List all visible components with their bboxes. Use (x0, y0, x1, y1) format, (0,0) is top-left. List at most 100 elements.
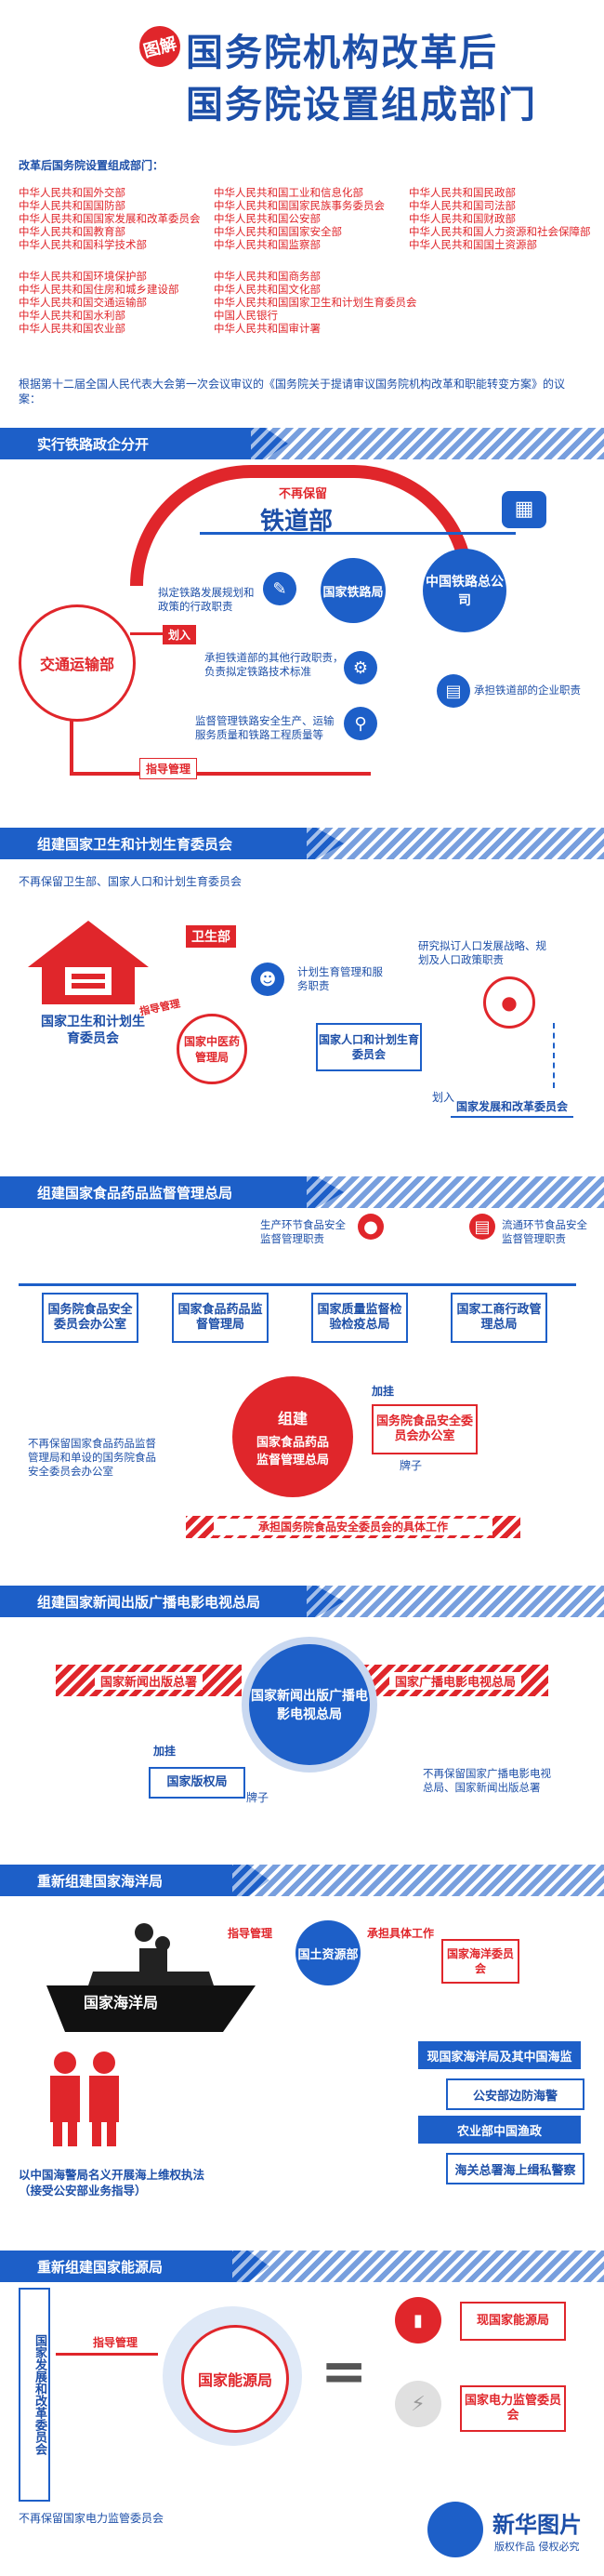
ndrc-label: 国家发展和改革委员会 (451, 1097, 574, 1118)
footer-brand: 新华图片 (492, 2512, 582, 2538)
title-line1: 国务院机构改革后 (186, 32, 498, 74)
dept-item: 中华人民共和国司法部 (409, 199, 516, 212)
dept-item: 中华人民共和国交通运输部 (19, 296, 147, 309)
ocean-item-1: 现国家海洋局及其中国海监 (418, 2041, 581, 2069)
dept-item: 中华人民共和国农业部 (19, 322, 125, 335)
dept-item: 中华人民共和国民政部 (409, 186, 516, 199)
transfer-arrow (130, 632, 163, 635)
graphic-badge: 图解 (135, 21, 185, 72)
press-ribbon: 国家新闻出版总署 (56, 1665, 242, 1696)
magnifier-icon: ⚲ (344, 707, 377, 740)
land-ministry: 国土资源部 (295, 1920, 361, 1985)
dept-item: 中华人民共和国环境保护部 (19, 270, 147, 283)
population-dashed-line (553, 1023, 557, 1088)
dept-item: 中华人民共和国财政部 (409, 212, 516, 225)
food-box-1: 国务院食品安全委员会办公室 (42, 1293, 138, 1343)
media-plaque: 牌子 (246, 1791, 269, 1804)
gear-icon: ⚙ (344, 651, 377, 684)
dept-col-3: 中华人民共和国民政部中华人民共和国司法部中华人民共和国财政部中华人民共和国人力资… (409, 186, 595, 251)
dept-item: 中华人民共和国外交部 (19, 186, 125, 199)
circulation-note: 流通环节食品安全监督管理职责 (502, 1218, 587, 1245)
food-drug-admin: 组建国家食品药品监督管理总局 (232, 1376, 353, 1497)
dept-item: 中华人民共和国国家卫生和计划生育委员会 (214, 296, 417, 309)
railway-baseline (200, 532, 516, 535)
food-ribbon: 承担国务院食品安全委员会的具体工作 (186, 1516, 520, 1538)
cart-icon: ▤ (469, 1214, 495, 1240)
energy-removed: 不再保留国家电力监管委员会 (19, 2512, 164, 2525)
energy-bureau: 国家能源局 (181, 2325, 289, 2433)
ndrc-vertical: 国家发展和改革委员会 (19, 2288, 50, 2502)
family-duty: 计划生育管理和服务职责 (297, 965, 383, 992)
document-icon: ▤ (437, 674, 470, 708)
dept-item: 中华人民共和国水利部 (19, 309, 125, 322)
guidance-line (70, 721, 371, 776)
railway-removed-label: 不再保留 (279, 487, 328, 501)
ocean-guidance: 指导管理 (228, 1927, 273, 1940)
basis-text: 根据第十二届全国人民代表大会第一次会议审议的《国务院关于提请审议国务院机构改革和… (19, 378, 566, 405)
electricity-commission: 国家电力监管委员会 (460, 2385, 566, 2432)
ship-icon (37, 1916, 260, 2037)
battery-icon: ▮ (395, 2297, 441, 2344)
section5-banner: 重新组建国家海洋局 (0, 1865, 269, 1896)
dept-item: 中华人民共和国人力资源和社会保障部 (409, 225, 591, 238)
ocean-item-3: 农业部中国渔政 (418, 2116, 581, 2144)
railway-note4: 承担铁道部的企业职责 (474, 684, 581, 697)
railway-note2: 承担铁道部的其他行政职责，负责拟定铁路技术标准 (204, 651, 344, 678)
radio-ribbon: 国家广播电影电视总局 (362, 1665, 548, 1696)
section1-banner: 实行铁路政企分开 (0, 428, 288, 459)
dept-item: 中华人民共和国科学技术部 (19, 238, 147, 251)
dept-item: 中华人民共和国审计署 (214, 322, 321, 335)
section6-banner-stripe (232, 2251, 604, 2282)
guidance-tag: 指导管理 (139, 758, 198, 779)
intro-heading: 改革后国务院设置组成部门： (19, 159, 164, 172)
train-icon: ▦ (502, 491, 546, 528)
dept-item: 中华人民共和国工业和信息化部 (214, 186, 363, 199)
dept-item: 中华人民共和国国家安全部 (214, 225, 342, 238)
dept-item: 中华人民共和国国家发展和改革委员会 (19, 212, 201, 225)
dept-item: 中华人民共和国国防部 (19, 199, 125, 212)
apple-icon: ● (358, 1214, 384, 1240)
dept-col-5: 中华人民共和国商务部中华人民共和国文化部中华人民共和国国家卫生和计划生育委员会中… (214, 270, 418, 335)
production-note: 生产环节食品安全监督管理职责 (260, 1218, 346, 1245)
coast-guard-icon (37, 2046, 130, 2148)
house-icon (23, 916, 153, 1009)
food-add-label: 加挂 (372, 1385, 395, 1398)
dept-col-2: 中华人民共和国工业和信息化部中华人民共和国国家民族事务委员会中华人民共和国公安部… (214, 186, 409, 251)
section4-banner-stripe (307, 1586, 604, 1617)
lightning-icon: ⚡ (395, 2381, 441, 2427)
tcm-bureau: 国家中医药管理局 (177, 1014, 247, 1084)
header: 图解 国务院机构改革后 国务院设置组成部门 (0, 0, 604, 149)
dept-item: 中华人民共和国国土资源部 (409, 238, 537, 251)
health-ministry-tag: 卫生部 (186, 925, 236, 948)
section1-banner-stripe (251, 428, 604, 459)
equals-sign: = (321, 2339, 368, 2404)
footer-sub: 版权作品 侵权必究 (494, 2541, 580, 2553)
pencil-icon: ✎ (263, 572, 296, 605)
population-note: 研究拟订人口发展战略、规划及人口政策职责 (418, 939, 546, 966)
media-add-label: 加挂 (153, 1745, 177, 1758)
section2-banner-stripe (307, 828, 604, 859)
railway-corp: 中国铁路总公司 (423, 549, 506, 632)
food-plaque: 牌子 (400, 1459, 423, 1472)
dept-item: 中华人民共和国公安部 (214, 212, 321, 225)
footer-logo: 新华图片 版权作品 侵权必究 (427, 2502, 595, 2567)
title-line2: 国务院设置组成部门 (186, 84, 537, 126)
dept-item: 中华人民共和国商务部 (214, 270, 321, 283)
national-railway-bureau: 国家铁路局 (321, 558, 386, 623)
section3-banner-stripe (307, 1176, 604, 1208)
press-admin: 国家新闻出版总署 (94, 1671, 203, 1690)
current-energy: 现国家能源局 (460, 2302, 566, 2341)
xinhua-logo-icon (427, 2502, 483, 2557)
railway-note1: 拟定铁路发展规划和政策的行政职责 (158, 586, 255, 613)
food-formed: 组建 (277, 1410, 308, 1427)
ocean-item-4: 海关总署海上缉私警察 (446, 2153, 584, 2184)
railway-ministry-label: 铁道部 (260, 508, 334, 536)
person-icon: ● (483, 976, 535, 1029)
energy-arrow (56, 2353, 158, 2356)
food-admin-name: 国家食品药品监督管理总局 (256, 1436, 329, 1467)
section5-banner-stripe (232, 1865, 604, 1896)
food-box-4: 国家工商行政管理总局 (451, 1293, 547, 1343)
section6-banner: 重新组建国家能源局 (0, 2251, 269, 2282)
dept-item: 中华人民共和国住房和城乡建设部 (19, 283, 179, 296)
section4-banner: 组建国家新闻出版广播电影电视总局 (0, 1586, 344, 1617)
